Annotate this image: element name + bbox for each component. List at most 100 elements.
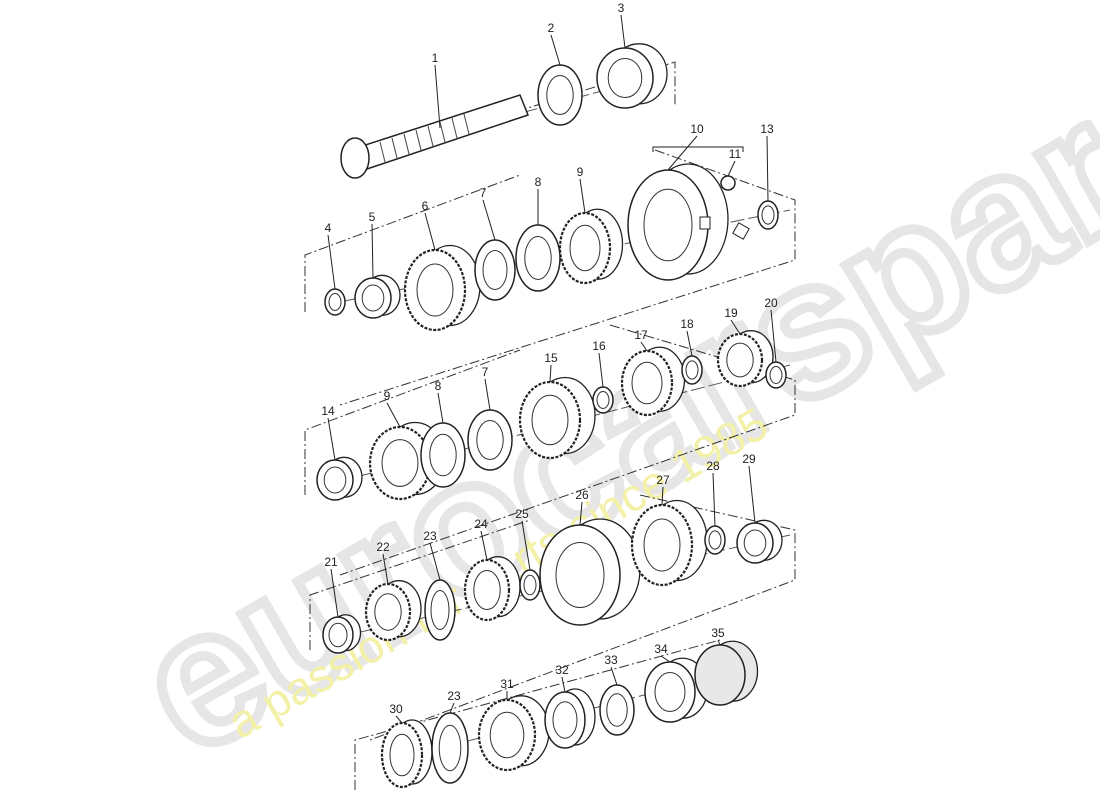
part-face (380, 721, 424, 789)
part-bore (416, 263, 454, 317)
part-bore (531, 394, 569, 446)
part-face (592, 386, 614, 414)
part-face (716, 332, 764, 388)
part-face (474, 239, 516, 301)
callout-label-21: 21 (324, 555, 338, 569)
leader-line (521, 520, 531, 571)
leader-line (748, 465, 756, 524)
group-frame (354, 639, 721, 790)
part-face (431, 712, 469, 784)
callout-label-4: 4 (325, 221, 332, 235)
leader-line (437, 392, 444, 424)
shaft-spline (451, 117, 458, 139)
callout-label-23: 23 (423, 529, 437, 543)
callout-label-24: 24 (474, 517, 488, 531)
part-face (558, 211, 612, 285)
callout-label-8: 8 (535, 175, 542, 189)
leader-line (382, 553, 389, 585)
part-face (477, 698, 537, 772)
leader-line (327, 417, 336, 461)
callout-label-31: 31 (500, 677, 514, 691)
callout-label-9: 9 (577, 165, 584, 179)
part-face (364, 582, 412, 642)
part-face (627, 169, 709, 281)
part-bore (552, 701, 578, 739)
leader-line (550, 34, 561, 66)
part-face (322, 616, 354, 654)
leader-line (712, 472, 716, 527)
part-face (704, 525, 726, 555)
callout-label-6: 6 (422, 199, 429, 213)
part-bore (524, 236, 552, 280)
leader-line (327, 234, 336, 290)
leader-line (660, 655, 671, 663)
part-bore (489, 711, 525, 759)
callout-label-29: 29 (742, 452, 756, 466)
callout-label-10: 10 (690, 122, 704, 136)
leader-line (766, 135, 769, 202)
part-face (354, 277, 392, 319)
part-bore (430, 590, 450, 630)
part-face (694, 644, 746, 706)
leader-line (770, 309, 777, 363)
callout-label-26: 26 (575, 488, 589, 502)
part-face (720, 175, 736, 191)
leader-line (667, 135, 698, 171)
part-bore (438, 724, 462, 772)
callout-label-16: 16 (592, 339, 606, 353)
callout-label-23: 23 (447, 689, 461, 703)
part-face (467, 409, 513, 471)
part-bore (381, 439, 419, 487)
callout-label-7: 7 (480, 186, 487, 200)
leader-line (598, 352, 604, 388)
part-bore (654, 672, 686, 712)
leader-line (727, 160, 736, 177)
part-bore (523, 574, 537, 596)
shaft-spline (403, 133, 410, 155)
leader-line (449, 702, 455, 714)
callout-label-11: 11 (729, 147, 742, 161)
callout-label-14: 14 (321, 404, 335, 418)
part-face (420, 422, 466, 488)
part-face (463, 558, 511, 622)
part-bore (374, 593, 402, 631)
part-bore (769, 366, 783, 384)
part-face (596, 47, 654, 109)
callout-label-15: 15 (544, 351, 558, 365)
part-face (630, 503, 694, 587)
leader-line (549, 364, 552, 383)
leader-line (434, 64, 441, 129)
callout-label-27: 27 (656, 473, 670, 487)
leader-line (579, 178, 586, 214)
shaft-spline (415, 129, 422, 151)
detent-part (732, 222, 750, 240)
part-bore (328, 293, 342, 311)
callout-label-7: 7 (482, 365, 489, 379)
leader-line (717, 639, 721, 646)
leader-line (610, 666, 618, 686)
shaft-spline (463, 113, 470, 135)
leader-line (640, 341, 648, 352)
part-face (644, 661, 696, 723)
callout-label-32: 32 (555, 663, 569, 677)
part-face (765, 361, 787, 389)
leader-line (686, 330, 693, 357)
part-bore (546, 75, 574, 115)
leader-line (661, 486, 664, 506)
part-bore (685, 360, 699, 380)
callout-label-5: 5 (369, 210, 376, 224)
callout-label-1: 1 (432, 51, 439, 65)
callout-label-33: 33 (604, 653, 618, 667)
leader-line (730, 319, 741, 335)
part-bore (482, 250, 508, 290)
callout-label-28: 28 (706, 459, 720, 473)
leader-line (620, 14, 626, 49)
callout-label-22: 22 (376, 540, 390, 554)
callout-label-3: 3 (618, 1, 625, 15)
part-bore (555, 542, 605, 608)
part-bore (323, 466, 347, 494)
part-face (599, 684, 635, 736)
leader-line (484, 378, 491, 411)
group-bracket (652, 146, 744, 152)
